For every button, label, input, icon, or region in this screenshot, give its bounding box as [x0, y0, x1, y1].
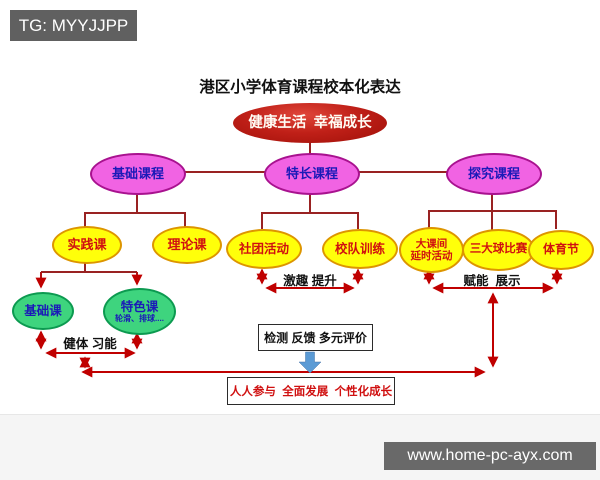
outcome-box: 人人参与 全面发展 个性化成长	[227, 377, 395, 405]
evaluation-box: 检测 反馈 多元评价	[258, 324, 373, 351]
telegram-watermark: TG: MYYJJPP	[10, 10, 137, 41]
node-recess-activity: 大课间 延时活动	[399, 227, 464, 273]
website-watermark: www.home-pc-ayx.com	[384, 442, 596, 470]
label-empower: 赋能 展示	[463, 274, 521, 288]
node-basic-program: 基础课程	[90, 153, 186, 195]
node-recess-activity-line1: 大课间	[415, 237, 448, 250]
node-club-activity: 社团活动	[226, 229, 302, 269]
label-interest: 激趣 提升	[283, 274, 337, 288]
node-feature-class: 特色课 轮滑、排球....	[103, 288, 176, 335]
blue-down-arrow	[298, 351, 322, 374]
connector-inquiry-bracket	[428, 191, 557, 230]
node-practice-class: 实践课	[52, 226, 122, 264]
node-theory-class: 理论课	[152, 226, 222, 264]
node-recess-activity-line2: 延时活动	[410, 250, 453, 262]
node-specialty-program: 特长课程	[264, 153, 360, 195]
connector-basic-bracket	[84, 191, 186, 228]
node-ball-games: 三大球比赛	[462, 229, 535, 271]
node-slogan: 健康生活 幸福成长	[233, 103, 387, 143]
label-fitness: 健体 习能	[63, 337, 117, 351]
connector-specialty-bracket	[261, 191, 359, 229]
node-team-training: 校队训练	[322, 229, 398, 269]
diagram-title: 港区小学体育课程校本化表达	[199, 79, 401, 96]
node-feature-class-subtitle: 轮滑、排球....	[115, 314, 164, 324]
node-feature-class-title: 特色课	[120, 299, 159, 314]
node-base-class: 基础课	[12, 292, 74, 330]
node-inquiry-program: 探究课程	[446, 153, 542, 195]
node-sports-festival: 体育节	[528, 230, 594, 270]
